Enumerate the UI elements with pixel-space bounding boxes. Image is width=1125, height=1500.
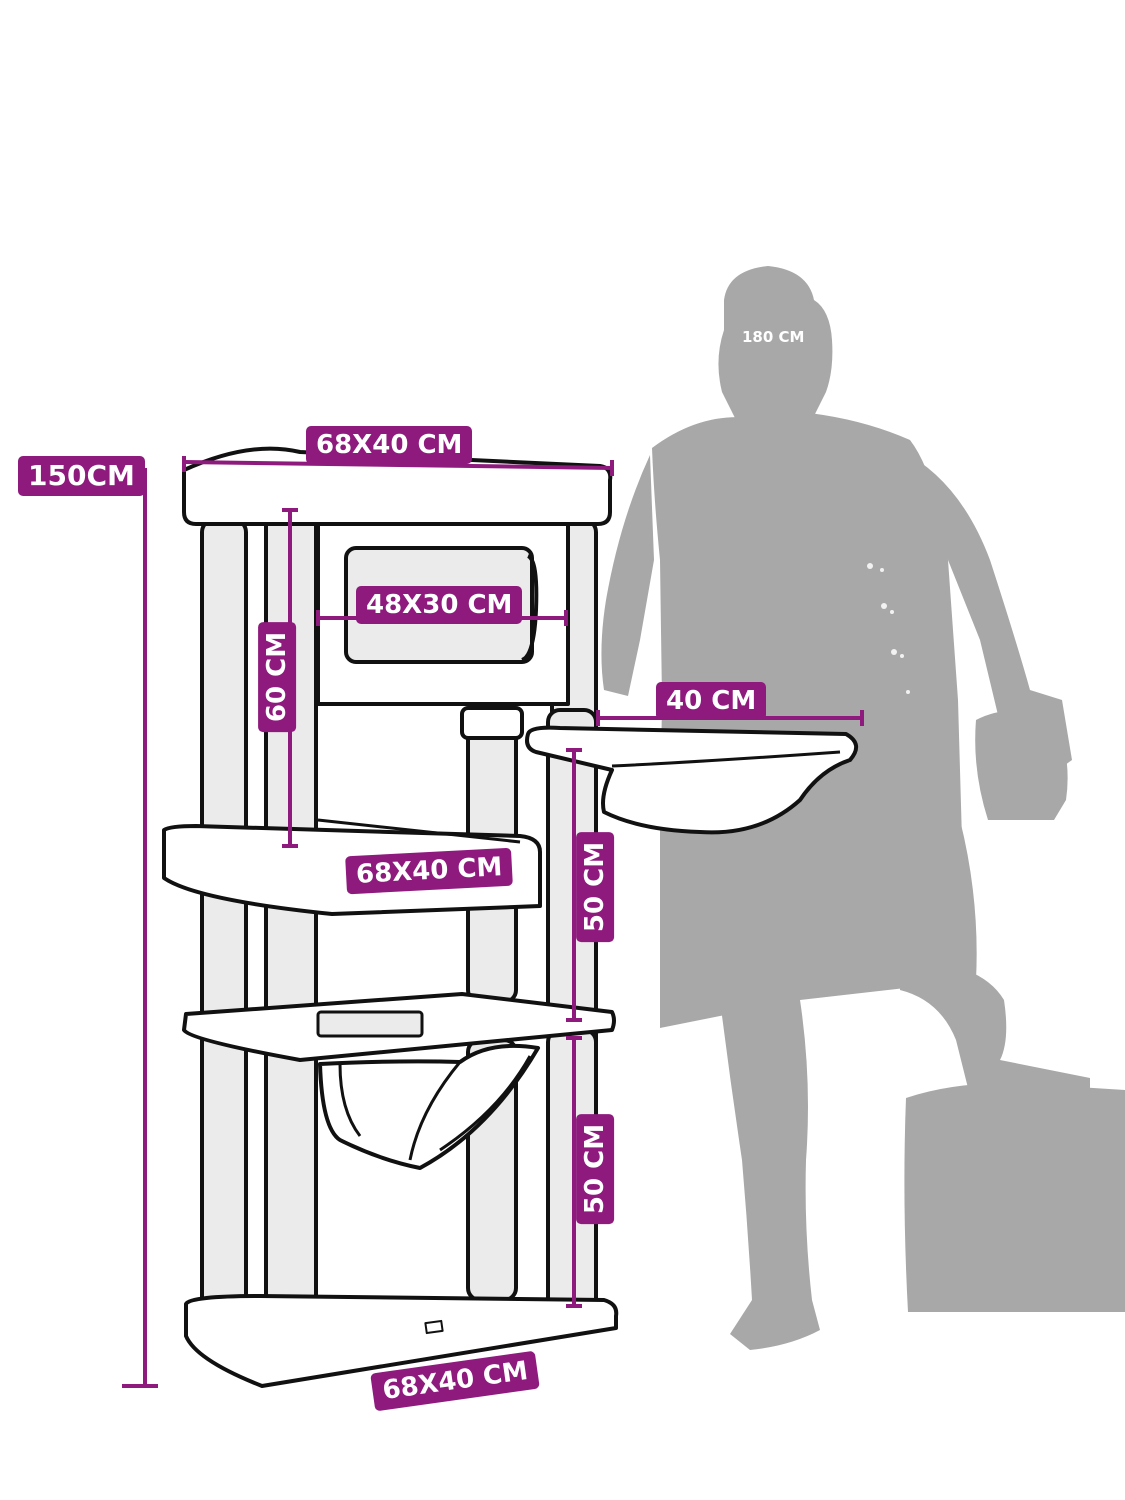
person-height-label: 180 CM bbox=[742, 328, 805, 346]
bowl bbox=[525, 725, 858, 835]
post-back-left bbox=[200, 518, 248, 1312]
base-platform bbox=[184, 1294, 619, 1388]
post-center-cap bbox=[460, 706, 524, 740]
middle-section-height-tag: 50 CM bbox=[576, 831, 615, 943]
lower-platform-hole bbox=[316, 1010, 424, 1038]
total-height-tag: 150CM bbox=[18, 456, 145, 496]
bowl-width-tag: 40 CM bbox=[656, 682, 767, 720]
top-section-height-tag: 60 CM bbox=[258, 621, 297, 733]
top-width-line bbox=[183, 460, 613, 470]
base-marker bbox=[424, 1319, 444, 1335]
top-box-tag: 48X30 CM bbox=[356, 586, 523, 624]
top-platform-tag: 68X40 CM bbox=[306, 426, 473, 464]
shirt-pattern bbox=[867, 563, 910, 694]
lower-section-height-tag: 50 CM bbox=[576, 1113, 615, 1225]
person-silhouette bbox=[601, 266, 1125, 1350]
